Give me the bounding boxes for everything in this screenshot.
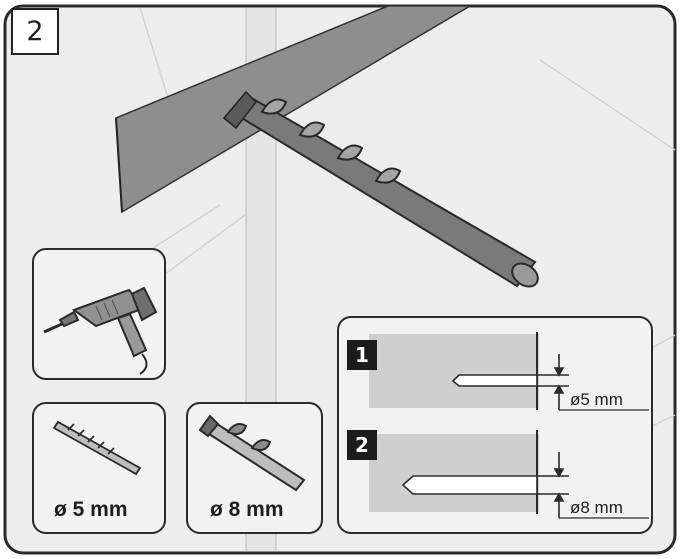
drill-bit-large [222,90,539,288]
bit-8mm-label: ø 8 mm [210,498,284,521]
wall-block-2 [369,434,539,512]
step-number-text: 2 [26,16,44,47]
wall-block-1 [369,334,539,408]
bit-5mm-panel: ø 5 mm [32,402,166,534]
dimension-mark-2 [537,452,649,519]
diameter-label-1: ø5 mm [570,390,623,409]
drill-panel [32,248,166,380]
bit-8mm-panel: ø 8 mm [186,402,323,534]
substep-2-badge: 2 [347,430,377,460]
power-drill-icon [43,286,158,375]
depth-guide-panel: 1 2 ø5 mm ø8 mm [337,316,653,534]
drill-bit-masonry-icon [198,414,306,492]
step-number: 2 [11,8,59,55]
depth-guide-drawing [369,332,649,519]
diameter-label-2: ø8 mm [570,498,623,517]
bore-hole-2 [401,475,538,495]
bore-hole-1 [451,374,538,387]
dimension-mark-1 [537,354,649,411]
substep-1-badge: 1 [347,340,377,370]
drill-bit-small-icon [52,420,142,476]
bit-5mm-label: ø 5 mm [54,498,128,521]
